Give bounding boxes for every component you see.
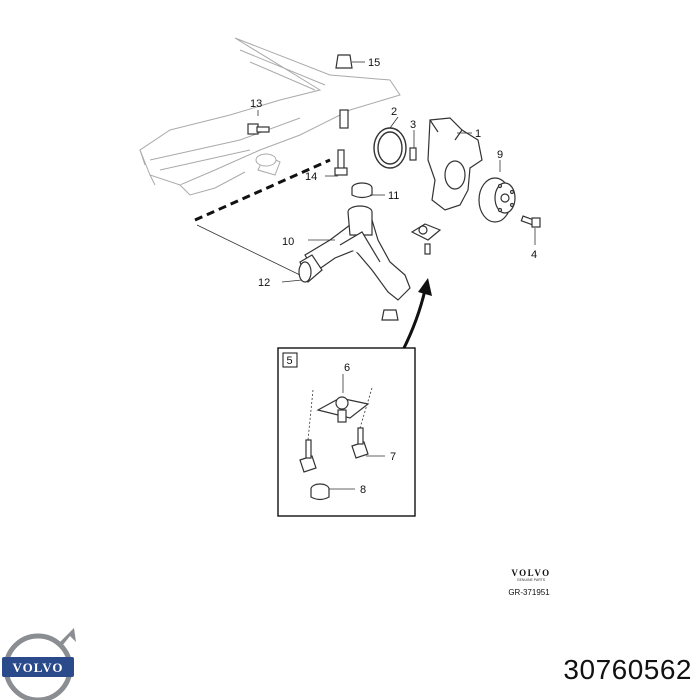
callout-9: 9 [497, 149, 503, 161]
steering-knuckle [427, 117, 483, 211]
bolt-14 [334, 149, 348, 176]
bolt-13 [247, 123, 270, 135]
nut-15 [335, 54, 353, 129]
arm-nut [381, 309, 399, 321]
genuine-parts-label: GENUINE PARTS [516, 578, 546, 582]
ball-joint [410, 223, 442, 255]
reference-line [196, 224, 301, 276]
callout-3: 3 [410, 119, 416, 131]
subframe [139, 37, 401, 196]
part-number: 30760562 [563, 654, 692, 685]
brand-wordmark-small: VOLVO [511, 568, 551, 578]
callout-13: 13 [250, 98, 262, 110]
bolt-4 [520, 215, 541, 228]
callout-15: 15 [368, 57, 380, 69]
volvo-logo: VOLVO [2, 628, 76, 700]
lower-control-arm [304, 205, 411, 301]
callout-4: 4 [531, 249, 537, 261]
wheel-hub [478, 177, 516, 223]
bolt-3 [409, 147, 417, 161]
callout-6: 6 [344, 362, 350, 374]
callout-2: 2 [391, 106, 397, 118]
rear-bushing [351, 182, 373, 199]
callout-7: 7 [390, 451, 396, 463]
abs-ring [373, 127, 407, 169]
callout-14: 14 [305, 171, 317, 183]
inset-ball-joint-kit: 5 6 7 8 [277, 347, 416, 517]
front-bushing [298, 254, 323, 284]
inset-arrow [401, 289, 427, 351]
dashed-reference-line [194, 158, 331, 222]
logo-wordmark: VOLVO [13, 660, 64, 675]
inset-arrow-head [418, 278, 432, 296]
diagram-code: GR-371951 [508, 588, 550, 597]
callout-11: 11 [388, 190, 399, 202]
inset-label: 5 [287, 355, 293, 367]
leader-lines [257, 61, 536, 283]
callout-12: 12 [258, 277, 270, 289]
callout-10: 10 [282, 236, 294, 248]
callout-8: 8 [360, 484, 366, 496]
callout-1: 1 [475, 128, 481, 140]
